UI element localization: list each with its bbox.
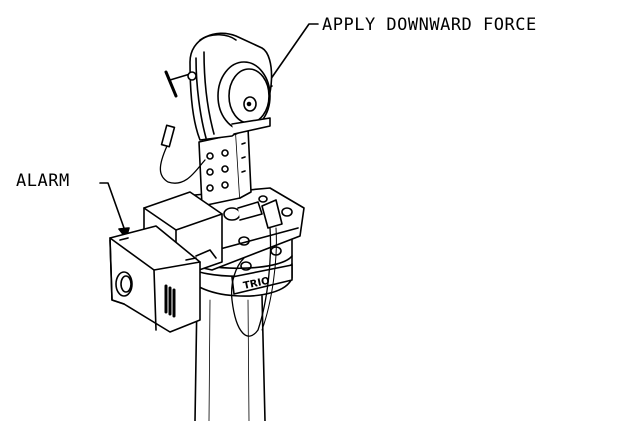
callout-apply-downward-force: APPLY DOWNWARD FORCE — [322, 15, 537, 35]
leader-alarm — [99, 182, 130, 239]
callout-alarm: ALARM — [16, 171, 70, 191]
pull-pin-cable-left — [159, 124, 206, 184]
alarm-unit — [109, 191, 223, 333]
pipe — [194, 295, 266, 421]
mast — [198, 127, 252, 207]
product-marking: TRIO — [242, 276, 270, 292]
pull-pin-cable-right — [223, 199, 283, 337]
pulley-head — [164, 32, 273, 141]
